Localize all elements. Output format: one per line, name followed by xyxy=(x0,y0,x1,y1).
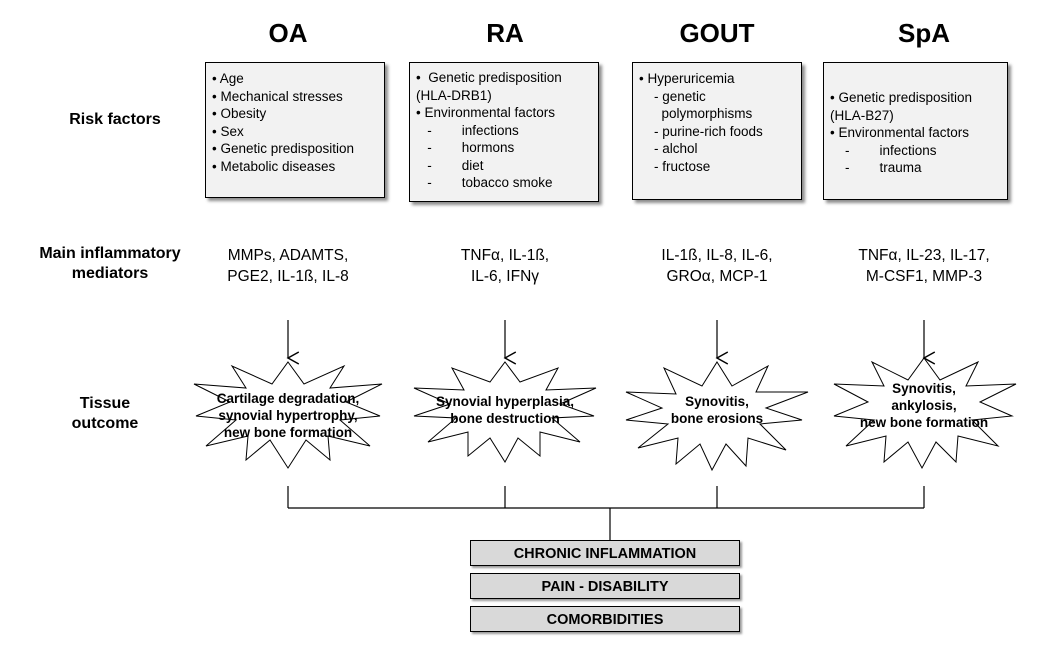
row-label-risk-factors: Risk factors xyxy=(69,111,161,128)
row-label-tissue-outcome: Tissue outcome xyxy=(20,394,190,434)
row-label-mediators: Main inflammatory mediators xyxy=(10,244,210,284)
risk-item: • Genetic predisposition xyxy=(416,70,562,85)
burst-gout xyxy=(625,361,809,472)
mediators-line: PGE2, IL-1ß, IL-8 xyxy=(227,268,349,285)
risk-box-spa: • Genetic predisposition (HLA-B27) • Env… xyxy=(823,62,1008,200)
outcome-line: new bone formation xyxy=(223,425,353,440)
risk-item: (HLA-B27) xyxy=(830,107,894,123)
risk-item: - hormons xyxy=(416,140,515,155)
risk-item: - infections xyxy=(830,142,937,158)
risk-item: • Environmental factors xyxy=(830,125,970,140)
risk-box-gout: • Hyperuricemia - genetic polymorphisms … xyxy=(632,62,802,200)
outcome-line: new bone formation xyxy=(859,415,989,430)
risk-item: • Environmental factors xyxy=(416,105,556,120)
risk-item: • Mechanical stresses xyxy=(212,88,343,104)
outcome-line: Cartilage degradation, xyxy=(216,391,360,406)
mediators-line: M-CSF1, MMP-3 xyxy=(865,268,983,285)
box-comorbidities: COMORBIDITIES xyxy=(470,606,740,632)
risk-item: - purine-rich foods xyxy=(639,123,763,139)
box-pain-disability: PAIN - DISABILITY xyxy=(470,573,740,599)
risk-item: - tobacco smoke xyxy=(416,175,553,190)
risk-item: • Obesity xyxy=(212,106,267,121)
outcome-line: Synovial hyperplasia, xyxy=(435,394,575,409)
risk-item: - fructose xyxy=(639,158,711,174)
column-title-spa: SpA xyxy=(898,18,950,48)
mediators-spa: TNFα, IL-23, IL-17, M-CSF1, MMP-3 xyxy=(824,245,1024,287)
burst-spa xyxy=(833,357,1017,470)
outcome-gout: Synovitis, bone erosions xyxy=(617,393,817,427)
risk-item: • Genetic predisposition xyxy=(212,141,355,156)
risk-box-oa: • Age • Mechanical stresses • Obesity • … xyxy=(205,62,385,198)
outcome-line: Synovitis, xyxy=(892,381,956,396)
risk-item: - genetic xyxy=(639,88,706,104)
mediators-line: IL-1ß, IL-8, IL-6, xyxy=(661,247,773,264)
risk-item: • Genetic predisposition xyxy=(830,90,973,105)
row-label-tissue-line2: outcome xyxy=(71,415,139,432)
column-title-ra: RA xyxy=(486,18,524,48)
row-label-mediators-line2: mediators xyxy=(71,265,149,282)
outcome-line: synovial hypertrophy, xyxy=(218,408,358,423)
risk-box-ra: • Genetic predisposition (HLA-DRB1) • En… xyxy=(409,62,599,202)
mediators-line: MMPs, ADAMTS, xyxy=(227,247,349,264)
row-label-tissue-line1: Tissue xyxy=(79,395,131,412)
mediators-line: TNFα, IL-1ß, xyxy=(460,247,550,264)
burst-ra xyxy=(413,361,597,463)
mediators-ra: TNFα, IL-1ß, IL-6, IFNγ xyxy=(405,245,605,287)
mediators-line: TNFα, IL-23, IL-17, xyxy=(858,247,990,264)
mediators-line: GROα, MCP-1 xyxy=(666,268,768,285)
column-title-gout: GOUT xyxy=(679,18,755,48)
outcome-ra: Synovial hyperplasia, bone destruction xyxy=(405,393,605,427)
row-label-mediators-line1: Main inflammatory xyxy=(39,245,181,262)
box-chronic-inflammation: CHRONIC INFLAMMATION xyxy=(470,540,740,566)
risk-item: - alchol xyxy=(639,141,698,156)
risk-item: - infections xyxy=(416,122,519,138)
outcome-line: bone erosions xyxy=(670,411,764,426)
risk-item: - trauma xyxy=(830,160,922,175)
outcome-line: ankylosis, xyxy=(891,398,957,413)
risk-item: • Hyperuricemia xyxy=(639,71,735,86)
risk-item: • Metabolic diseases xyxy=(212,158,336,174)
burst-oa xyxy=(193,361,383,469)
outcome-oa: Cartilage degradation, synovial hypertro… xyxy=(188,390,388,441)
column-title-oa: OA xyxy=(268,18,308,48)
mediators-oa: MMPs, ADAMTS, PGE2, IL-1ß, IL-8 xyxy=(188,245,388,287)
risk-item: (HLA-DRB1) xyxy=(416,87,492,103)
risk-item: polymorphisms xyxy=(639,106,753,121)
outcome-line: Synovitis, xyxy=(685,394,749,409)
outcome-spa: Synovitis, ankylosis, new bone formation xyxy=(824,380,1024,431)
risk-item: • Age xyxy=(212,71,244,86)
outcome-line: bone destruction xyxy=(450,411,560,426)
mediators-gout: IL-1ß, IL-8, IL-6, GROα, MCP-1 xyxy=(617,245,817,287)
risk-item: - diet xyxy=(416,157,484,173)
mediators-line: IL-6, IFNγ xyxy=(470,268,540,285)
risk-item: • Sex xyxy=(212,123,244,139)
